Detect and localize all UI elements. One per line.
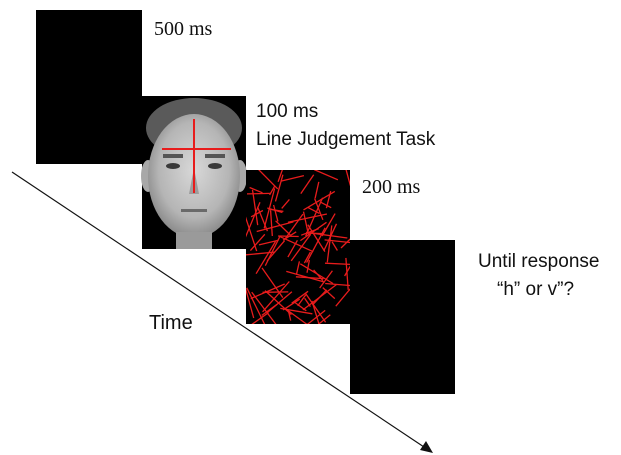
mask-line (300, 227, 319, 236)
mask-line (302, 284, 337, 311)
frame-face (141, 96, 247, 249)
mask-line (280, 307, 313, 315)
mask-line (307, 224, 326, 252)
frame-mask (246, 170, 350, 324)
mask-line (290, 233, 312, 262)
response-question: “h” or v”? (497, 279, 575, 300)
mask-line (303, 190, 336, 211)
mask-line (313, 269, 324, 282)
mask-line (286, 270, 325, 283)
mask-line (246, 201, 261, 238)
mask-line (275, 220, 291, 236)
mask-line (325, 282, 350, 287)
duration-label-200ms: 200 ms (362, 176, 421, 198)
mask-line (300, 221, 327, 242)
mask-line (269, 210, 273, 237)
mask-line (282, 298, 301, 311)
mask-line (249, 186, 263, 194)
mask-line (272, 204, 279, 222)
mask-line (322, 287, 336, 300)
frame-blank-1 (36, 10, 142, 164)
mask-line (246, 216, 258, 252)
mask-line (277, 170, 283, 183)
mask-line (309, 232, 324, 235)
mask-line (326, 225, 333, 263)
mask-line (285, 308, 308, 324)
mask-line (314, 181, 320, 199)
mask-line (345, 257, 349, 290)
mask-line (266, 291, 293, 314)
mask-line (345, 170, 350, 186)
mask-line (303, 251, 311, 264)
mask-line (294, 301, 307, 312)
mask-line (277, 235, 314, 253)
mask-line (317, 314, 331, 324)
mask-line (302, 211, 310, 236)
mask-line (256, 221, 294, 233)
mask-line (246, 251, 275, 256)
mask-line (250, 283, 285, 300)
mask-line (281, 198, 290, 209)
mask-line (291, 290, 309, 304)
mask-line (295, 261, 301, 275)
time-axis-arrowhead (420, 441, 433, 453)
duration-label-500ms: 500 ms (154, 18, 213, 40)
mask-line (311, 300, 320, 324)
mask-line (258, 170, 279, 190)
mask-line (324, 262, 350, 265)
mask-line (251, 189, 259, 226)
mask-line (319, 201, 332, 209)
mask-line (246, 287, 266, 324)
mask-line (344, 265, 350, 277)
mask-line (304, 297, 311, 307)
mask-line (251, 291, 277, 324)
mask-line (319, 270, 333, 289)
mask-line (307, 207, 320, 214)
duration-label-100ms: 100 ms (256, 101, 319, 122)
mask-line (250, 209, 264, 218)
time-axis-arrow (11, 171, 431, 452)
mask-line (266, 240, 286, 262)
mask-line (306, 259, 311, 273)
task-label: Line Judgement Task (256, 129, 436, 150)
mask-line (284, 213, 304, 239)
mask-line (278, 235, 299, 238)
mask-line (300, 174, 315, 194)
mask-line (323, 223, 338, 252)
mask-line (251, 312, 269, 324)
mask-line (267, 207, 283, 214)
mask-line (321, 213, 336, 237)
time-axis-label: Time (149, 312, 193, 334)
mask-line (274, 174, 284, 202)
mask-line (331, 241, 338, 251)
mask-line (280, 174, 305, 182)
mask-line (306, 309, 326, 324)
mask-line (313, 170, 339, 181)
mask-line (324, 239, 350, 244)
mask-line (246, 192, 270, 195)
mask-line (256, 206, 269, 232)
mask-line (262, 281, 290, 313)
mask-line (297, 294, 307, 307)
mask-line (246, 287, 255, 319)
mask-line (305, 293, 327, 323)
mask-line (287, 213, 328, 223)
mask-line (258, 239, 279, 246)
mask-line (335, 288, 350, 307)
response-label: Until response (478, 251, 600, 272)
mask-line (255, 241, 277, 275)
mask-line (249, 233, 266, 252)
frame-blank-2 (350, 240, 455, 394)
mask-line (269, 185, 276, 196)
